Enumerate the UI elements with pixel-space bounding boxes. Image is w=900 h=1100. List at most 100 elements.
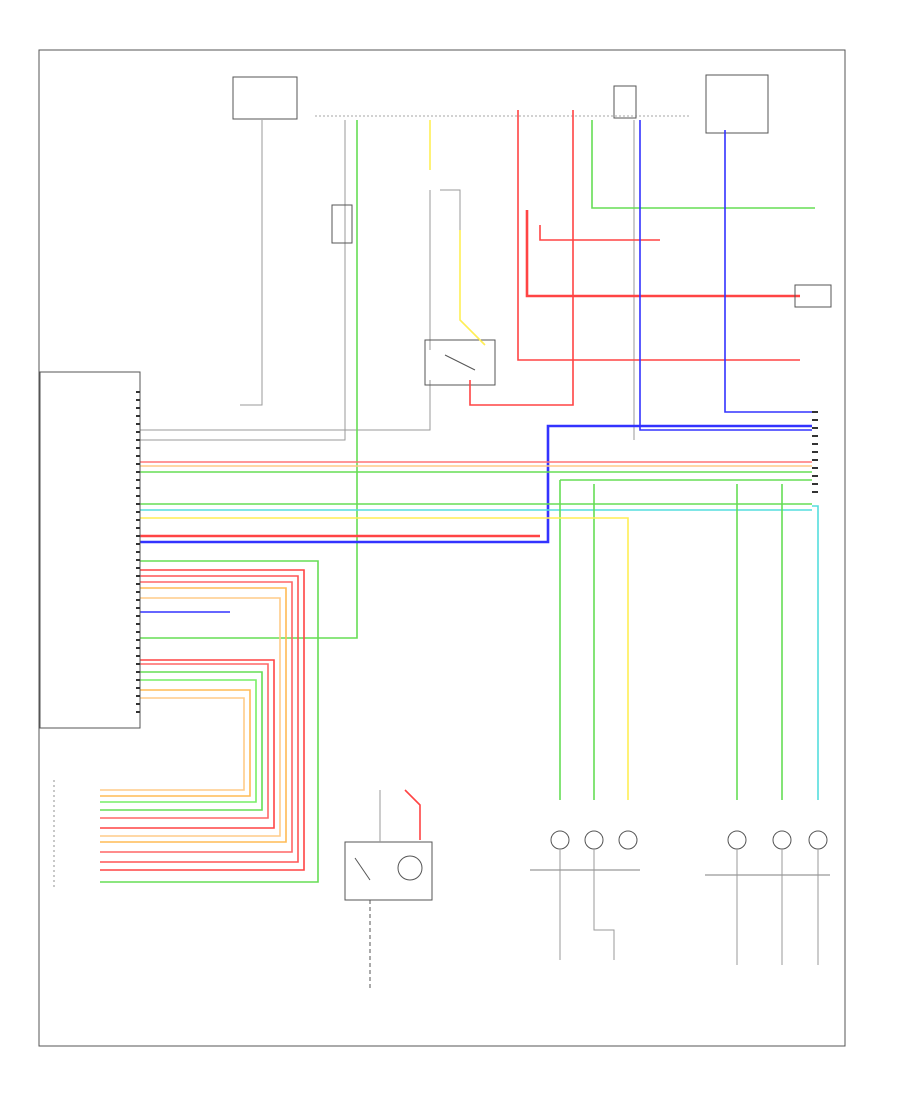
connector-pin: [812, 467, 818, 469]
component-box-right-1: [794, 284, 832, 308]
gray-wire-relay-out: [140, 380, 431, 431]
gray-wire-relay: [140, 120, 346, 441]
bcm-pin: [136, 639, 140, 641]
horn-switch-box: [344, 841, 433, 901]
bcm-pin: [136, 687, 140, 689]
bcm-pin: [136, 527, 140, 529]
bcm-pin: [136, 663, 140, 665]
green-wire-top-right: [591, 120, 815, 209]
bcm-pin: [136, 543, 140, 545]
connector-pin: [812, 491, 818, 493]
connector-pin: [812, 459, 818, 461]
bcm-pin: [136, 615, 140, 617]
bcm-pin: [136, 471, 140, 473]
bcm-pin: [136, 623, 140, 625]
horn-wire-red: [404, 789, 421, 840]
lamp-drops: [140, 480, 819, 800]
lamp-group-left: [530, 830, 640, 960]
lamp-left-ground-2: [593, 849, 615, 960]
gray-wire-center2: [440, 189, 461, 280]
lamp-icon-4: [727, 830, 747, 850]
fuse-block-top: [613, 85, 637, 119]
red-wire-top-1: [517, 110, 800, 361]
connector-pin: [812, 475, 818, 477]
loop-orange-2: [100, 597, 281, 837]
red-wire-top-2: [525, 210, 800, 298]
loop-orange-3: [100, 689, 251, 797]
drop-yellow: [140, 517, 629, 800]
bcm-pins: [136, 391, 140, 713]
gray-wires: [140, 120, 635, 441]
combination-switch-loop: [100, 560, 319, 883]
drop-cyan: [812, 505, 819, 800]
loop-red-2: [100, 575, 299, 863]
loop-red-5: [100, 663, 269, 819]
bcm-pin: [136, 407, 140, 409]
loop-orange-1: [100, 587, 287, 843]
relay-center-switch: [444, 354, 476, 371]
connector-pin: [812, 427, 818, 429]
bcm-pin: [136, 463, 140, 465]
bcm-pin: [136, 415, 140, 417]
bcm-pin: [136, 703, 140, 705]
diagram-frame: [38, 49, 846, 1047]
relay-left: [331, 204, 353, 244]
loop-green-2: [100, 671, 263, 811]
bcm-pin: [136, 591, 140, 593]
bcm-pin: [136, 519, 140, 521]
bcm-pin: [136, 455, 140, 457]
bcm-pin: [136, 655, 140, 657]
bcm-pin: [136, 511, 140, 513]
loop-red-3: [100, 581, 293, 853]
connector-pin: [812, 411, 818, 413]
bcm-pin: [136, 679, 140, 681]
bcm-pin: [136, 479, 140, 481]
loop-red-4: [100, 659, 275, 829]
bcm-pin: [136, 575, 140, 577]
bcm-pin: [136, 551, 140, 553]
bcm-pin: [136, 599, 140, 601]
bcm-pin: [136, 399, 140, 401]
bcm-pin: [136, 711, 140, 713]
bcm-pin: [136, 447, 140, 449]
loop-red-1: [100, 569, 305, 871]
fuse-box-right: [705, 74, 769, 134]
bcm-pin: [136, 431, 140, 433]
horn-assembly: [344, 789, 433, 990]
lamp-icon-1: [550, 830, 570, 850]
bcm-pin: [136, 607, 140, 609]
bcm-pin: [136, 631, 140, 633]
blue-wire-right-2: [724, 130, 812, 413]
lamp-icon-5: [772, 830, 792, 850]
gray-wire-left: [240, 120, 263, 406]
blue-wire-main: [140, 424, 812, 544]
lamp-group-right: [705, 830, 830, 965]
bcm-pin: [136, 559, 140, 561]
harness-bundle: [140, 461, 812, 538]
bcm-pin: [136, 423, 140, 425]
bcm-pin: [136, 503, 140, 505]
loop-green-3: [100, 679, 257, 803]
red-wire-top-3: [539, 225, 660, 241]
bcm-pin: [136, 439, 140, 441]
connector-pin: [812, 419, 818, 421]
bcm-pin: [136, 647, 140, 649]
connector-pin: [812, 443, 818, 445]
relay-center-body: [424, 339, 496, 386]
green-wire-main: [140, 120, 358, 639]
bcm-pin: [136, 567, 140, 569]
horn-switch-arm: [354, 857, 371, 881]
connector-pin: [812, 435, 818, 437]
lamp-icon-2: [584, 830, 604, 850]
yellow-wire-relay: [459, 230, 486, 346]
lamp-icon-6: [808, 830, 828, 850]
bcm-pin: [136, 495, 140, 497]
blue-wire-right-top: [639, 120, 812, 431]
red-wire-relay: [469, 110, 574, 406]
bcm-pin: [136, 391, 140, 393]
loop-orange-4: [100, 697, 245, 791]
right-connector-pins: [812, 411, 818, 493]
connector-pin: [812, 451, 818, 453]
body-control-module: [39, 371, 141, 729]
